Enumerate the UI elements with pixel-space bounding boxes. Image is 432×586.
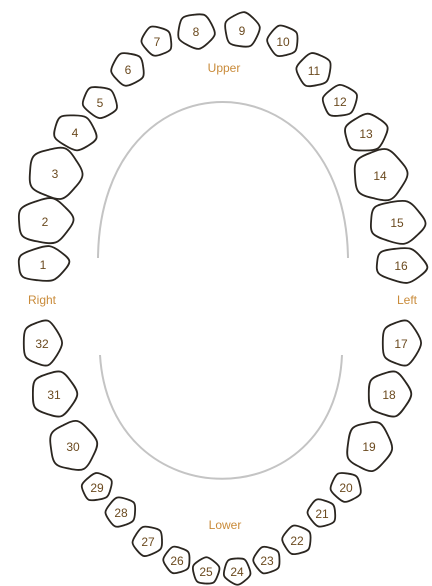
tooth-number: 29 (90, 481, 104, 495)
tooth-9[interactable]: 9 (223, 10, 263, 50)
tooth-26[interactable]: 26 (159, 541, 196, 578)
tooth-number: 2 (42, 215, 49, 229)
tooth-number: 13 (359, 127, 373, 141)
tooth-3[interactable]: 3 (28, 146, 84, 201)
tooth-number: 1 (40, 258, 47, 272)
tooth-number: 20 (339, 481, 353, 495)
tooth-25[interactable]: 25 (190, 555, 222, 586)
tooth-15[interactable]: 15 (370, 199, 427, 246)
tooth-number: 18 (382, 388, 396, 402)
tooth-29[interactable]: 29 (78, 468, 117, 505)
tooth-number: 30 (66, 440, 80, 454)
tooth-7[interactable]: 7 (137, 21, 178, 61)
tooth-number: 14 (373, 169, 387, 183)
tooth-number: 9 (239, 24, 246, 38)
tooth-23[interactable]: 23 (249, 542, 286, 579)
upper-label: Upper (208, 61, 241, 75)
tooth-24[interactable]: 24 (221, 555, 253, 586)
tooth-31[interactable]: 31 (33, 371, 77, 416)
tooth-number: 27 (141, 535, 155, 549)
tooth-2[interactable]: 2 (18, 196, 76, 245)
tooth-number: 23 (260, 554, 274, 568)
tooth-number: 12 (333, 95, 347, 109)
tooth-21[interactable]: 21 (303, 494, 341, 532)
tooth-number: 16 (394, 259, 408, 273)
tooth-number: 8 (193, 25, 200, 39)
tooth-number: 28 (114, 506, 128, 520)
tooth-16[interactable]: 16 (375, 245, 429, 285)
tooth-14[interactable]: 14 (353, 147, 409, 202)
tooth-20[interactable]: 20 (327, 468, 367, 507)
tooth-number: 7 (154, 35, 161, 49)
tooth-30[interactable]: 30 (48, 418, 101, 473)
tooth-12[interactable]: 12 (319, 80, 362, 121)
tooth-32[interactable]: 32 (24, 320, 62, 365)
tooth-19[interactable]: 19 (345, 419, 396, 474)
tooth-1[interactable]: 1 (17, 244, 71, 284)
tooth-number: 3 (52, 167, 59, 181)
tooth-number: 5 (97, 96, 104, 110)
tooth-number: 15 (390, 216, 404, 230)
tooth-number: 24 (230, 565, 244, 579)
tooth-number: 10 (276, 35, 290, 49)
lower-label: Lower (209, 518, 242, 532)
tooth-number: 32 (35, 337, 49, 351)
upper-arch-line (98, 102, 348, 258)
tooth-11[interactable]: 11 (292, 47, 338, 92)
tooth-17[interactable]: 17 (383, 320, 421, 365)
tooth-number: 19 (362, 440, 376, 454)
tooth-number: 6 (125, 63, 132, 77)
tooth-6[interactable]: 6 (107, 47, 151, 91)
tooth-number: 4 (72, 126, 79, 140)
tooth-number: 26 (170, 554, 184, 568)
tooth-number: 22 (290, 534, 304, 548)
tooth-number: 21 (315, 507, 329, 521)
tooth-18[interactable]: 18 (369, 371, 412, 416)
tooth-number: 17 (394, 337, 408, 351)
right-label: Right (28, 293, 57, 307)
tooth-10[interactable]: 10 (263, 20, 305, 62)
tooth-27[interactable]: 27 (128, 520, 170, 561)
tooth-number: 11 (308, 64, 321, 78)
tooth-8[interactable]: 8 (176, 11, 218, 52)
tooth-number: 31 (47, 388, 61, 402)
lower-arch-line (100, 355, 342, 479)
tooth-22[interactable]: 22 (277, 520, 317, 560)
left-label: Left (397, 293, 418, 307)
tooth-number: 25 (199, 565, 213, 579)
